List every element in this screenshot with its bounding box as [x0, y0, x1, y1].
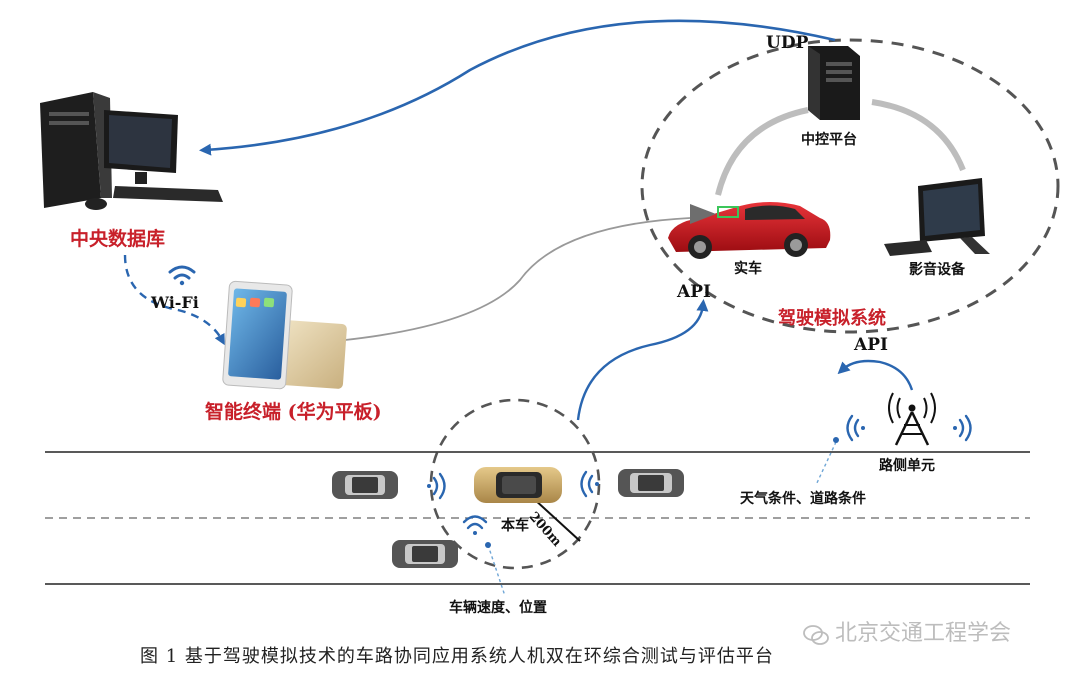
udp-label: UDP [766, 33, 809, 53]
api-rsu-arrow [837, 359, 914, 391]
weather-road-label: 天气条件、道路条件 [740, 491, 866, 507]
api-car-label: API [677, 282, 711, 302]
smart-terminal-label: 智能终端 (华为平板) [205, 401, 382, 423]
api-car-arrow [576, 299, 709, 421]
wifi-label: Wi-Fi [151, 293, 199, 312]
wifi-arrow [123, 254, 225, 346]
central-control-label: 中控平台 [801, 132, 857, 148]
rsu-tower-icon [888, 392, 936, 446]
signal-icon-ego-left [427, 472, 446, 500]
signal-icon-rsu-left [846, 414, 865, 442]
leader-weather-dot [833, 437, 839, 443]
ego-vehicle-icon [474, 467, 562, 503]
sim-system-boundary [640, 38, 1060, 334]
rsu-label: 路侧单元 [879, 458, 935, 474]
ego-vehicle-label: 本车 [501, 518, 529, 534]
link-ctl-to-car [715, 107, 809, 196]
api-rsu-label: API [854, 335, 888, 355]
tablet-icon [222, 280, 347, 390]
leader-vehicle-info [487, 544, 506, 597]
real-car-label: 实车 [734, 261, 762, 277]
signal-icon-ego-right [580, 470, 599, 498]
vehicle-icon-right [618, 469, 684, 497]
leader-weather [815, 441, 837, 486]
real-car-icon [668, 202, 831, 259]
link-ctl-to-av [871, 99, 966, 172]
monitor-icon [884, 178, 990, 256]
central-database-label: 中央数据库 [70, 228, 166, 250]
vehicle-icon-left [332, 471, 398, 499]
figure-caption: 图 1 基于驾驶模拟技术的车路协同应用系统人机双在环综合测试与评估平台 [140, 646, 774, 667]
wifi-icon [168, 265, 196, 286]
vehicle-icon-rear [392, 540, 458, 568]
watermark: 北京交通工程学会 [835, 621, 1012, 646]
wechat-icon [803, 625, 829, 645]
signal-icon-rear [462, 515, 488, 535]
udp-arrow [199, 19, 836, 156]
vehicle-info-label: 车辆速度、位置 [449, 600, 547, 616]
leader-vehicle-dot [485, 542, 491, 548]
av-device-label: 影音设备 [909, 262, 965, 278]
desktop-computer-icon [40, 92, 223, 210]
pc-tower-icon [808, 46, 860, 120]
link-tablet-to-car [344, 217, 691, 341]
signal-icon-rsu-right [953, 414, 972, 442]
sim-system-label: 驾驶模拟系统 [778, 308, 886, 329]
road [45, 451, 1030, 585]
